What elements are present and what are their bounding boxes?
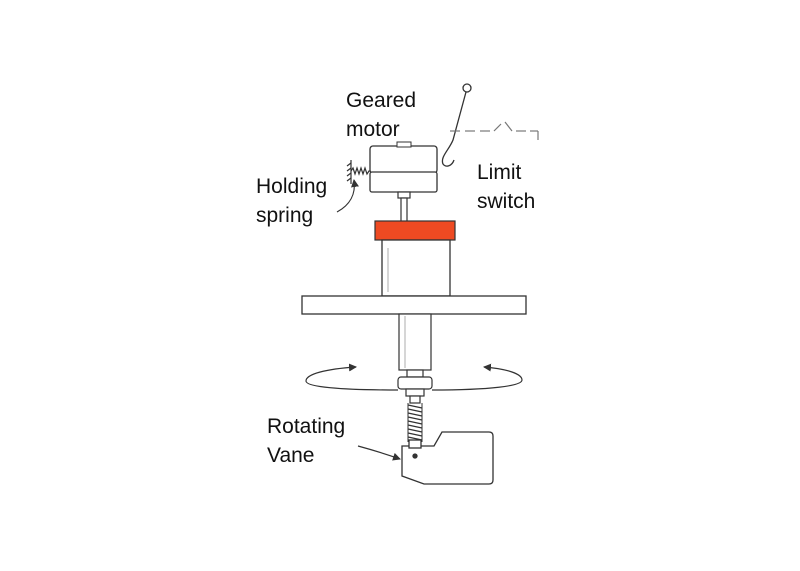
- limit-switch-contact: [450, 121, 539, 140]
- housing: [381, 239, 451, 297]
- rotation-arrows: [305, 363, 523, 391]
- limit-switch-label-line-2: switch: [477, 190, 536, 213]
- geared-motor-label: Geared motor: [346, 86, 416, 144]
- rotating-vane-pointer: [357, 445, 401, 461]
- rotating-vane-label-line-2: Vane: [267, 444, 315, 467]
- limit-switch: [441, 83, 472, 167]
- coupling-ring: [374, 220, 456, 241]
- rotating-vane-label-line-1: Rotating: [267, 415, 346, 438]
- holding-spring-label-line-1: Holding: [256, 175, 328, 198]
- holding-spring-label: Holding spring: [256, 172, 327, 230]
- holding-spring: [346, 160, 370, 184]
- limit-switch-label-line-1: Limit: [477, 161, 522, 184]
- mounting-flange: [301, 295, 527, 315]
- geared-motor-label-line-2: motor: [346, 118, 400, 141]
- threaded-coupling: [407, 403, 423, 442]
- geared-motor: [369, 141, 438, 193]
- motor-shaft: [397, 191, 411, 223]
- holding-spring-label-line-2: spring: [256, 204, 314, 227]
- extension-tube: [397, 313, 433, 404]
- limit-switch-label: Limit switch: [477, 158, 535, 216]
- rotating-vane-label: Rotating Vane: [267, 412, 345, 470]
- rotating-vane: [401, 431, 494, 485]
- holding-spring-pointer: [336, 179, 359, 213]
- geared-motor-label-line-1: Geared: [346, 89, 417, 112]
